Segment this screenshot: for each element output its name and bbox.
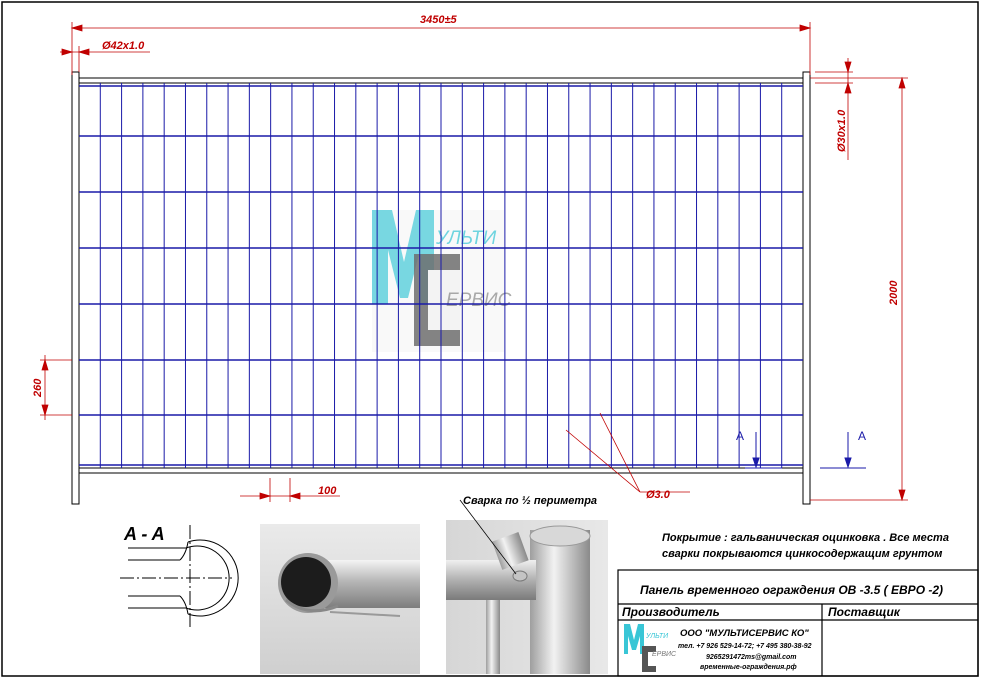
- cell-width-label: 100: [318, 485, 337, 497]
- inner-tube-label: Ø30x1.0: [836, 109, 848, 152]
- supplier-label: Поставщик: [828, 605, 901, 619]
- logo-top-text: УЛЬТИ: [645, 633, 669, 640]
- weld-note: Сварка по ½ периметра: [463, 495, 597, 507]
- section-mark-right: A: [858, 429, 866, 443]
- company-email: 9265291472ms@gmail.com: [706, 654, 797, 661]
- logo-bottom-text: ЕРВИС: [652, 651, 677, 658]
- photo-tube-end: [260, 524, 420, 674]
- watermark-bottom-text: ЕРВИС: [446, 290, 512, 311]
- weld-leader: [459, 499, 517, 575]
- coating-note-line2: сварки покрываются цинкосодержащим грунт…: [662, 548, 942, 560]
- watermark-top-text: УЛЬТИ: [435, 228, 497, 249]
- section-marks: [745, 432, 866, 469]
- watermark-logo: УЛЬТИ ЕРВИС: [372, 210, 512, 352]
- overall-width-label: 3450±5: [420, 14, 458, 26]
- cell-height-label: 260: [32, 378, 44, 398]
- company-site: временные-ограждения.рф: [700, 663, 797, 671]
- wire-diameter-label: Ø3.0: [646, 489, 671, 501]
- photo-weld-joint: [446, 520, 608, 674]
- company-name: ООО "МУЛЬТИСЕРВИС КО": [680, 628, 809, 639]
- section-aa-label: A - A: [123, 524, 165, 544]
- section-mark-left: A: [736, 429, 744, 443]
- wire-mesh: [79, 83, 803, 468]
- frame-tube-label: Ø42x1.0: [102, 40, 145, 52]
- title-block: [617, 569, 979, 677]
- manufacturer-label: Производитель: [622, 605, 720, 619]
- company-logo: УЛЬТИ ЕРВИС: [624, 624, 677, 672]
- height-label: 2000: [888, 280, 900, 306]
- section-aa-drawing: [120, 525, 239, 630]
- dimension-lines: [40, 22, 908, 502]
- fence-frame: [71, 71, 811, 505]
- company-phones: тел. +7 926 529-14-72; +7 495 380-38-92: [678, 643, 812, 650]
- coating-note-line1: Покрытие : гальваническая оцинковка . Вс…: [662, 532, 949, 544]
- product-name: Панель временного ограждения ОВ -3.5 ( Е…: [640, 583, 943, 597]
